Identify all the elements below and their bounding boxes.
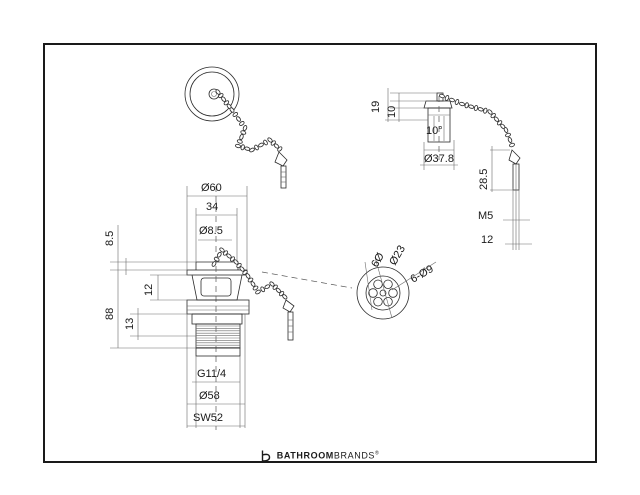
chain-link xyxy=(254,144,259,151)
dim-height-8-5: 8.5 xyxy=(104,231,116,246)
chain-link xyxy=(483,107,488,114)
chain-link xyxy=(213,256,220,262)
grate-hole xyxy=(388,288,398,298)
chain-link xyxy=(239,134,244,140)
dim-grate-23: Ø23 xyxy=(387,243,408,267)
brand-part-1: BATHROOM xyxy=(276,450,334,461)
chain-link xyxy=(264,284,271,290)
chain-link xyxy=(232,112,239,117)
thread-lines xyxy=(196,325,240,348)
grate-holes xyxy=(368,279,398,307)
dim-thread-m5: M5 xyxy=(478,210,493,222)
grate-hole xyxy=(373,279,383,290)
dim-height-12: 12 xyxy=(143,284,155,296)
dim-dia-8-5: Ø8.5 xyxy=(199,225,223,237)
dim-sw-52: SW52 xyxy=(193,412,223,424)
chain-link xyxy=(468,104,475,109)
dim-grate-holes: 6-Ø9 xyxy=(409,263,436,286)
chain-link xyxy=(252,285,259,291)
dim-pin-12: 12 xyxy=(481,234,493,246)
chain-link xyxy=(493,116,499,122)
dim-dia-60: Ø60 xyxy=(201,182,222,194)
detail-leader xyxy=(261,271,353,289)
plug-top-view xyxy=(184,66,288,189)
grate-detail-view xyxy=(356,256,437,320)
dim-dia-58: Ø58 xyxy=(199,390,220,402)
chain-link xyxy=(247,277,254,283)
chain-link xyxy=(216,251,222,258)
chain-link xyxy=(239,121,245,126)
chain-link xyxy=(249,147,255,153)
chain-link xyxy=(236,139,243,144)
chain-link xyxy=(477,107,484,112)
chain-link xyxy=(236,116,241,122)
chain-link xyxy=(282,294,288,300)
chain-link xyxy=(229,107,235,113)
chain-side-view xyxy=(439,93,515,148)
chain-link xyxy=(245,273,251,279)
chain-link xyxy=(459,101,465,107)
chain-link xyxy=(509,142,515,148)
chain-link xyxy=(240,130,247,135)
plug-side-view xyxy=(385,88,532,250)
chain-link xyxy=(507,137,513,143)
dim-width-34: 34 xyxy=(206,201,218,213)
dim-thread-g: G11/4 xyxy=(197,368,226,380)
chain-link xyxy=(444,95,450,101)
chain-link xyxy=(255,289,261,295)
dim-height-13: 13 xyxy=(124,318,136,330)
brand-logo: BATHROOMBRANDS® xyxy=(0,450,640,462)
chain-link xyxy=(250,281,256,287)
dim-height-88: 88 xyxy=(104,308,116,320)
dim-chain-length: 28.5 xyxy=(478,169,490,190)
dim-grate-6: 6Ø xyxy=(369,250,387,269)
chain-link xyxy=(464,102,469,109)
chain-link xyxy=(473,105,479,111)
chain-link xyxy=(211,261,217,267)
grate-hole xyxy=(383,297,393,307)
chain-link xyxy=(490,113,496,119)
brand-part-2: BRANDS xyxy=(333,450,376,461)
grate-hole xyxy=(383,279,393,290)
drawing-frame xyxy=(43,43,597,463)
grate-hole xyxy=(373,297,383,307)
brand-mark-icon xyxy=(261,450,270,462)
chain-top-view xyxy=(215,89,283,153)
chain-link xyxy=(258,142,264,148)
chain-link xyxy=(235,143,241,149)
grate-hole xyxy=(368,288,378,298)
waste-section-view xyxy=(110,186,295,430)
dim-top-height-19: 19 xyxy=(370,101,382,113)
chain-link xyxy=(439,93,445,99)
chain-link xyxy=(260,286,266,293)
chain-link xyxy=(277,146,283,152)
chain-link xyxy=(496,120,503,126)
chain-link xyxy=(505,132,511,138)
chain-link xyxy=(263,139,268,146)
chain-link xyxy=(487,109,493,115)
chain-link xyxy=(503,127,509,133)
dim-top-height-10: 10 xyxy=(386,106,398,118)
dim-top-angle: 10° xyxy=(426,125,443,137)
chain-link xyxy=(242,125,248,131)
chain-link xyxy=(449,97,455,103)
dim-top-diameter: Ø37.8 xyxy=(424,153,454,165)
chain-section xyxy=(211,247,288,300)
brand-registered-mark: ® xyxy=(375,450,380,457)
chain-link xyxy=(454,99,460,105)
chain-link xyxy=(240,144,245,151)
